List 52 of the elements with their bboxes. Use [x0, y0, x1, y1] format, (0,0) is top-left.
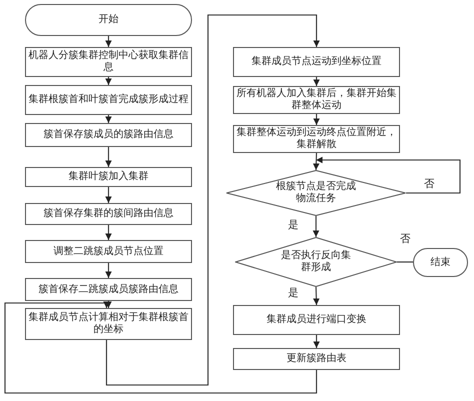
node-text: 所有机器人加入集群后，集群开始集群整体运动: [236, 88, 397, 112]
arrow: [313, 286, 320, 306]
node-text: 集群整体运动到运动终点位置附近，集群解散: [236, 127, 397, 151]
edge-label: 否: [399, 232, 412, 246]
node-text: 集群根簇首和叶簇首完成簇形成过程: [28, 94, 188, 106]
node-text: 集群成员节点计算相对于集群根簇首的坐标: [28, 312, 189, 336]
arrow: [313, 77, 320, 86]
node-text: 更新簇路由表: [286, 353, 346, 365]
node-text: 机器人分簇集群控制中心获取集群信息: [28, 50, 189, 74]
arrow: [105, 77, 112, 85]
process-box: [25, 203, 192, 225]
node-text: 根簇节点是否完成物流任务: [275, 181, 357, 205]
node-text: 簇首保存簇成员的簇路由信息: [44, 129, 174, 141]
terminal-shape: [413, 248, 468, 277]
arrow: [313, 114, 320, 125]
edge-label: 否: [423, 177, 436, 191]
arrow: [105, 187, 112, 203]
process-box: [25, 85, 192, 115]
edge-label: 是: [287, 286, 300, 300]
arrow: [4, 301, 318, 394]
node-text: 开始: [98, 14, 118, 26]
node-text: 调整二跳簇成员节点位置: [54, 246, 164, 258]
process-box: [25, 240, 192, 263]
node-text: 簇首保存集群的簇间路由信息: [44, 208, 174, 220]
node-text: 簇首保存二跳簇成员簇路由信息: [38, 284, 178, 296]
terminal-shape: [25, 4, 192, 36]
decision-diamond: [226, 170, 406, 216]
arrow: [312, 216, 320, 237]
process-box: [233, 47, 400, 77]
process-box: [25, 278, 192, 301]
connector-line: [397, 261, 413, 263]
arrow: [105, 225, 112, 240]
arrow: [106, 14, 320, 386]
node-text: 是否执行反向集群形成: [280, 250, 352, 274]
arrow: [316, 156, 461, 194]
decision-diamond: [235, 237, 397, 287]
arrow: [105, 301, 112, 308]
process-box: [25, 167, 192, 187]
arrow: [105, 115, 112, 123]
arrow: [313, 335, 320, 348]
arrow: [105, 36, 112, 47]
process-box: [25, 123, 192, 147]
node-text: 集群成员节点运动到坐标位置: [252, 56, 382, 68]
node-text: 集群叶簇加入集群: [68, 171, 148, 183]
arrow: [105, 147, 112, 167]
node-text: 集群成员进行端口变换: [266, 314, 366, 326]
node-text: 结束: [430, 256, 450, 268]
edge-label: 是: [287, 218, 300, 232]
process-box: [233, 348, 400, 370]
arrow: [312, 152, 320, 170]
arrow: [105, 263, 112, 278]
process-box: [233, 305, 400, 335]
